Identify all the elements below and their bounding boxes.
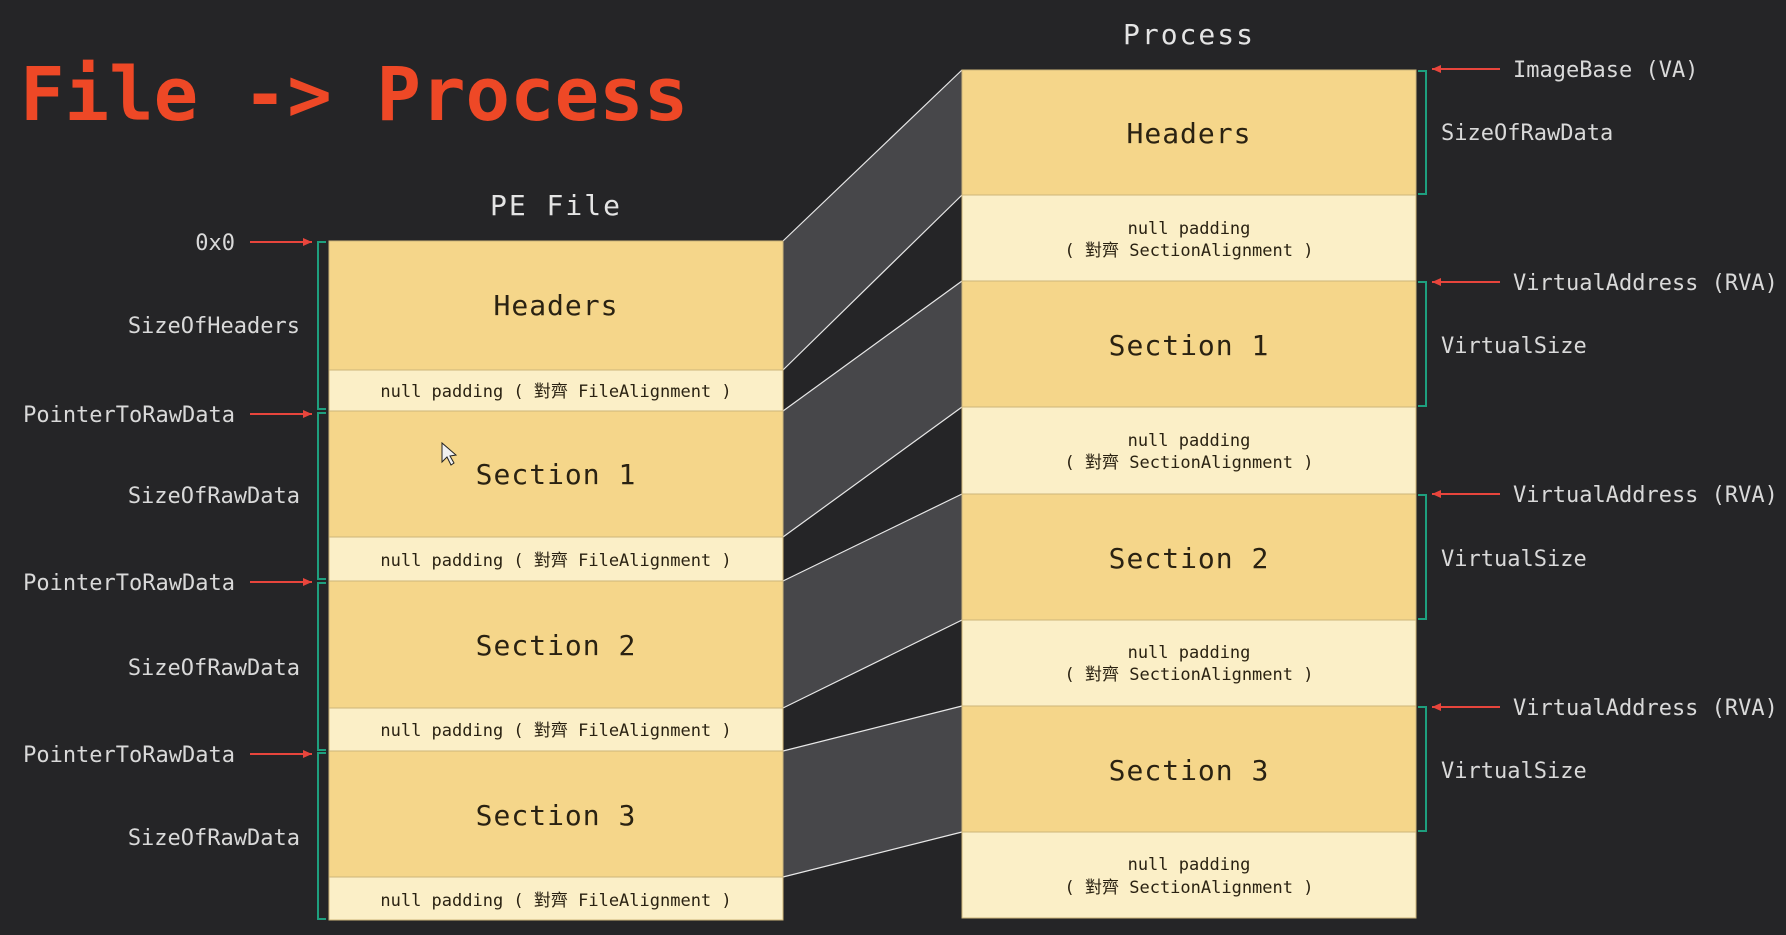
process-title: Process <box>1123 18 1255 51</box>
proc-padding-line-2: ( 對齊 SectionAlignment ) <box>1065 665 1314 685</box>
bracket-section-2 <box>317 582 326 751</box>
proc-headers-size-label: SizeOfRawData <box>1441 121 1613 146</box>
proc-padding-line-1: null padding <box>1128 219 1251 239</box>
proc-section-2-box <box>961 493 1417 621</box>
virtual-size-label: VirtualSize <box>1441 547 1587 572</box>
process-brackets <box>1418 70 1427 832</box>
process-annotations: ImageBase (VA) SizeOfRawData VirtualAddr… <box>1432 58 1778 784</box>
size-of-raw-data-label: SizeOfRawData <box>128 656 300 681</box>
bracket-proc-section-1 <box>1418 281 1427 407</box>
size-of-headers-label: SizeOfHeaders <box>128 314 300 339</box>
band-section-3 <box>783 706 962 877</box>
proc-padding-line-1: null padding <box>1128 855 1251 875</box>
proc-padding-line-1: null padding <box>1128 431 1251 451</box>
proc-padding-line-2: ( 對齊 SectionAlignment ) <box>1065 241 1314 261</box>
proc-padding-box <box>961 831 1417 919</box>
proc-padding-line-2: ( 對齊 SectionAlignment ) <box>1065 453 1314 473</box>
pe-headers-box <box>328 240 784 371</box>
pe-file-column: Headers null padding ( 對齊 FileAlignment … <box>328 240 784 921</box>
proc-headers-box <box>961 69 1417 196</box>
pointer-to-raw-data-label: PointerToRawData <box>23 403 235 428</box>
size-of-raw-data-label: SizeOfRawData <box>128 484 300 509</box>
band-section-2 <box>783 494 962 708</box>
image-base-label: ImageBase (VA) <box>1513 58 1698 83</box>
proc-section-1-label: Section 1 <box>1109 329 1270 362</box>
proc-padding-box <box>961 194 1417 282</box>
size-of-raw-data-label: SizeOfRawData <box>128 826 300 851</box>
virtual-size-label: VirtualSize <box>1441 759 1587 784</box>
origin-label: 0x0 <box>195 231 235 256</box>
pe-headers-label: Headers <box>493 289 618 322</box>
proc-padding-line-2: ( 對齊 SectionAlignment ) <box>1065 878 1314 898</box>
mouse-cursor-icon <box>441 441 458 466</box>
bracket-section-3 <box>317 752 326 920</box>
bracket-section-1 <box>317 412 326 580</box>
mapping-bands <box>782 69 963 878</box>
proc-padding-box <box>961 406 1417 495</box>
pe-padding-box <box>328 707 784 752</box>
pe-padding-label: null padding ( 對齊 FileAlignment ) <box>380 551 731 571</box>
pe-padding-label: null padding ( 對齊 FileAlignment ) <box>380 891 731 911</box>
pe-section-1-label: Section 1 <box>476 458 637 491</box>
proc-headers-label: Headers <box>1126 117 1251 150</box>
band-headers <box>783 70 962 370</box>
pe-padding-label: null padding ( 對齊 FileAlignment ) <box>380 382 731 402</box>
pe-section-3-box <box>328 750 784 878</box>
page-title: File -> Process <box>20 52 688 138</box>
bracket-proc-section-2 <box>1418 494 1427 620</box>
proc-section-1-box <box>961 280 1417 408</box>
proc-padding-box <box>961 619 1417 707</box>
pointer-to-raw-data-label: PointerToRawData <box>23 571 235 596</box>
bracket-proc-headers <box>1418 70 1427 195</box>
bracket-proc-section-3 <box>1418 706 1427 832</box>
pe-padding-box <box>328 369 784 412</box>
pe-section-2-label: Section 2 <box>476 629 637 662</box>
pe-file-brackets <box>317 241 326 920</box>
virtual-address-label: VirtualAddress (RVA) <box>1513 696 1778 721</box>
pointer-to-raw-data-label: PointerToRawData <box>23 743 235 768</box>
proc-section-3-label: Section 3 <box>1109 754 1270 787</box>
pe-file-title: PE File <box>490 189 622 222</box>
pe-padding-label: null padding ( 對齊 FileAlignment ) <box>380 721 731 741</box>
proc-section-3-box <box>961 705 1417 833</box>
pe-section-3-label: Section 3 <box>476 799 637 832</box>
process-column: Headers null padding ( 對齊 SectionAlignme… <box>961 69 1417 919</box>
virtual-address-label: VirtualAddress (RVA) <box>1513 271 1778 296</box>
virtual-address-label: VirtualAddress (RVA) <box>1513 483 1778 508</box>
pe-file-annotations: 0x0 SizeOfHeaders PointerToRawData SizeO… <box>23 231 312 851</box>
pe-section-2-box <box>328 580 784 709</box>
pe-padding-box <box>328 876 784 921</box>
proc-padding-line-1: null padding <box>1128 643 1251 663</box>
virtual-size-label: VirtualSize <box>1441 334 1587 359</box>
band-section-1 <box>783 281 962 537</box>
pe-padding-box <box>328 536 784 582</box>
proc-section-2-label: Section 2 <box>1109 542 1270 575</box>
bracket-headers <box>317 241 326 410</box>
